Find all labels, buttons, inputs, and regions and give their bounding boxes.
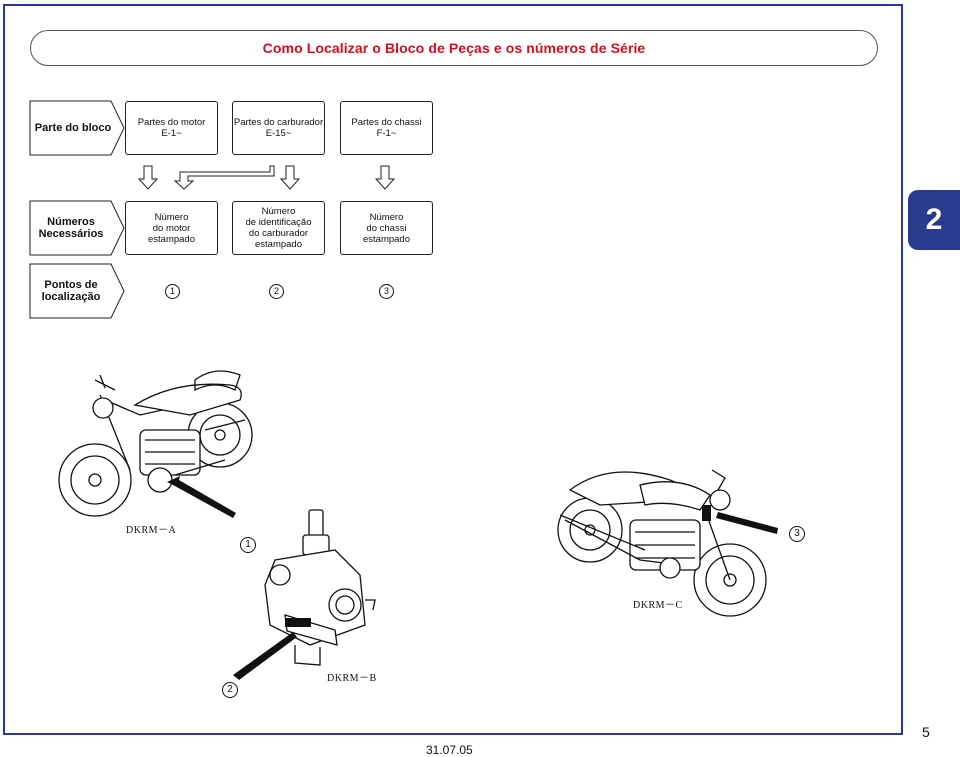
number-box-line: do chassi xyxy=(366,222,407,234)
motorcycle-right-illustration xyxy=(557,469,778,617)
part-box-title: Partes do chassi xyxy=(351,117,422,128)
row-label-numeros: Números Necessários xyxy=(29,200,125,256)
down-arrow-icon xyxy=(279,165,301,190)
row-label-line: Números xyxy=(47,216,95,228)
row-label-line: Necessários xyxy=(38,228,104,240)
down-arrow-icon xyxy=(374,165,396,190)
illustration-marker-1: 1 xyxy=(240,537,256,553)
part-box-carburador: Partes do carburador E-15~ xyxy=(232,101,325,155)
part-box-code: E-15~ xyxy=(265,128,292,139)
title-banner: Como Localizar o Bloco de Peças e os núm… xyxy=(30,30,878,66)
pointer-arrow-icon xyxy=(167,476,236,518)
number-box-motor: Número do motor estampado xyxy=(125,201,218,255)
carburetor-illustration xyxy=(233,509,376,680)
part-box-motor: Partes do motor E-1~ xyxy=(125,101,218,155)
number-box-line: Número xyxy=(154,211,189,223)
illustration-marker-2: 2 xyxy=(222,682,238,698)
part-box-title: Partes do motor xyxy=(137,117,206,128)
down-arrow-icon xyxy=(137,165,159,190)
model-label-c: DKRM－C xyxy=(633,600,683,611)
location-marker-1: 1 xyxy=(165,284,180,299)
illustration-marker-3: 3 xyxy=(789,526,805,542)
row-label-text: Parte do bloco xyxy=(34,122,112,134)
pointer-arrow-icon xyxy=(716,512,778,534)
number-box-chassi: Número do chassi estampado xyxy=(340,201,433,255)
pointer-arrow-icon xyxy=(233,632,297,680)
model-label-b: DKRM－B xyxy=(327,673,377,684)
row-label-pontos: Pontos de localização xyxy=(29,263,125,319)
footer-date: 31.07.05 xyxy=(426,743,473,757)
arrow-label-shape xyxy=(29,200,125,256)
number-box-line: estampado xyxy=(254,239,302,250)
arrow-label-shape xyxy=(29,263,125,319)
number-box-line: estampado xyxy=(147,233,195,245)
number-box-line: Número xyxy=(261,206,296,217)
page-frame xyxy=(3,4,903,735)
arrow-label-shape xyxy=(29,100,125,156)
row-label-text: Pontos de localização xyxy=(29,263,113,319)
row-label-line: Pontos de xyxy=(44,279,98,291)
section-tab-label: 2 xyxy=(925,203,943,236)
model-label-a: DKRM－A xyxy=(126,525,177,536)
number-box-line: Número xyxy=(369,211,404,223)
number-box-line: do carburador xyxy=(248,228,309,239)
number-box-line: do motor xyxy=(152,222,191,234)
part-box-title: Partes do carburador xyxy=(233,117,324,128)
page-number: 5 xyxy=(922,724,930,740)
flow-arrows xyxy=(137,165,396,190)
location-marker-2: 2 xyxy=(269,284,284,299)
row-label-parte-do-bloco: Parte do bloco xyxy=(29,100,125,156)
number-box-carburador: Número de identificação do carburador es… xyxy=(232,201,325,255)
row-label-line: localização xyxy=(41,291,101,303)
page-title: Como Localizar o Bloco de Peças e os núm… xyxy=(262,40,646,56)
motorcycle-left-illustration xyxy=(58,370,253,518)
part-box-chassi: Partes do chassi F-1~ xyxy=(340,101,433,155)
number-box-line: de identificação xyxy=(245,217,312,228)
section-tab[interactable]: 2 xyxy=(908,190,960,250)
number-box-line: estampado xyxy=(362,233,410,245)
part-box-code: F-1~ xyxy=(376,128,397,139)
bent-arrow-icon xyxy=(173,165,275,190)
part-box-code: E-1~ xyxy=(161,128,182,139)
location-marker-3: 3 xyxy=(379,284,394,299)
row-label-text: Números Necessários xyxy=(29,200,113,256)
